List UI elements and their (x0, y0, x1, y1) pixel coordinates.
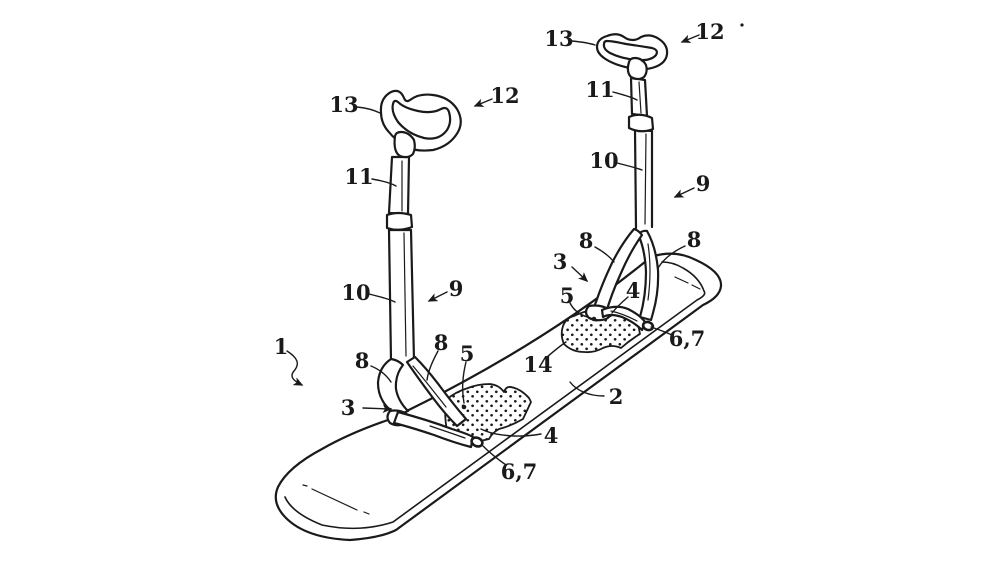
leader-6-7-front (482, 445, 507, 466)
ref-label-14: 14 (523, 352, 552, 377)
leader-4-rear (611, 296, 629, 314)
arrow-9-front (427, 291, 448, 302)
rear-handle-grip-hole (602, 39, 658, 62)
rear-pole-lower-shaft-highlight (644, 133, 647, 225)
leader-11-front (371, 178, 397, 187)
front-handle-grip-hole (391, 99, 452, 140)
ref-label-12-front: 12 (490, 83, 519, 108)
leader-5-rear-dot (591, 316, 597, 322)
ref-label-8-rear-left: 8 (579, 228, 594, 253)
front-fork-rear-leg (405, 355, 468, 428)
rear-footpad (560, 308, 641, 354)
leader-5-rear (569, 302, 592, 319)
ref-label-9-rear: 9 (696, 171, 711, 196)
ref-label-4-rear: 4 (626, 278, 641, 303)
front-pole-ferrule (385, 211, 414, 231)
rear-pole-lower-shaft (633, 128, 654, 230)
ref-label-8-front-left: 8 (355, 348, 370, 373)
board-edge-thickness-line (284, 261, 706, 530)
arrow-3-front (362, 404, 393, 414)
leader-13-front (356, 106, 381, 114)
ink-speck (740, 23, 744, 27)
leader-14 (546, 341, 567, 358)
ref-label-11-rear: 11 (585, 77, 614, 102)
front-pole-upper-shaft (387, 155, 411, 216)
leader-6-7-rear (650, 326, 673, 336)
leader-8-rear-left (594, 246, 615, 263)
rear-footpad-outline (560, 308, 641, 354)
front-pole-lower-shaft-highlight (403, 232, 407, 357)
leader-8-rear-right (657, 245, 686, 269)
front-pole (376, 89, 484, 449)
ref-label-6-7-rear: 6,7 (669, 326, 706, 351)
ref-label-13-front: 13 (329, 92, 358, 117)
ref-label-5-rear: 5 (560, 283, 575, 308)
leader-4-front (480, 428, 542, 437)
leader-8-front-right (426, 350, 439, 381)
ref-label-3-front: 3 (341, 395, 356, 420)
ref-label-5-front: 5 (460, 341, 475, 366)
ref-label-6-7-front: 6,7 (501, 459, 538, 484)
ref-label-12-rear: 12 (695, 19, 724, 44)
ref-label-1: 1 (274, 334, 289, 359)
front-footpad (444, 383, 532, 443)
rear-pole-upper-shaft-highlight (638, 81, 642, 114)
ref-label-3-rear: 3 (553, 249, 568, 274)
arrow-12-front (473, 98, 493, 107)
leader-8-front-left (370, 365, 392, 383)
rear-handle-collar (626, 56, 648, 81)
leader-10-front (368, 293, 396, 303)
ref-label-2: 2 (609, 384, 624, 409)
ref-label-4-front: 4 (544, 423, 559, 448)
ref-label-10-front: 10 (341, 280, 370, 305)
front-fork-front-leg (376, 357, 410, 418)
front-binding-strap (392, 410, 475, 449)
tail-highlight-line (674, 276, 701, 290)
rear-pole (584, 33, 669, 332)
arrow-9-rear (673, 187, 695, 198)
ref-label-11-front: 11 (344, 164, 373, 189)
arrow-1 (286, 350, 304, 386)
leader-5-front (461, 361, 467, 404)
leader-10-rear (616, 162, 643, 171)
rear-fork-rear-leg-highlight (647, 243, 651, 301)
nose-highlight-line (302, 484, 370, 515)
arrow-12-rear (680, 34, 700, 43)
front-handle-collar (393, 130, 416, 159)
leader-2 (569, 381, 605, 397)
ref-label-10-rear: 10 (589, 148, 618, 173)
front-binding-strap-inner-line (429, 425, 466, 439)
ref-label-8-front-right: 8 (434, 330, 449, 355)
front-strap-tube-end (470, 436, 484, 448)
ref-label-8-rear-right: 8 (687, 227, 702, 252)
ref-label-13-rear: 13 (544, 26, 573, 51)
leader-5-front-dot (461, 404, 467, 410)
arrow-3-rear (571, 266, 589, 283)
front-pole-lower-shaft (387, 228, 416, 363)
leader-11-rear (612, 91, 638, 101)
annotation-lines (286, 23, 744, 466)
rear-pole-ferrule (627, 113, 655, 133)
front-fork-rear-leg-highlight (412, 365, 447, 408)
leader-13-rear (571, 40, 596, 46)
ref-label-9-front: 9 (449, 276, 464, 301)
